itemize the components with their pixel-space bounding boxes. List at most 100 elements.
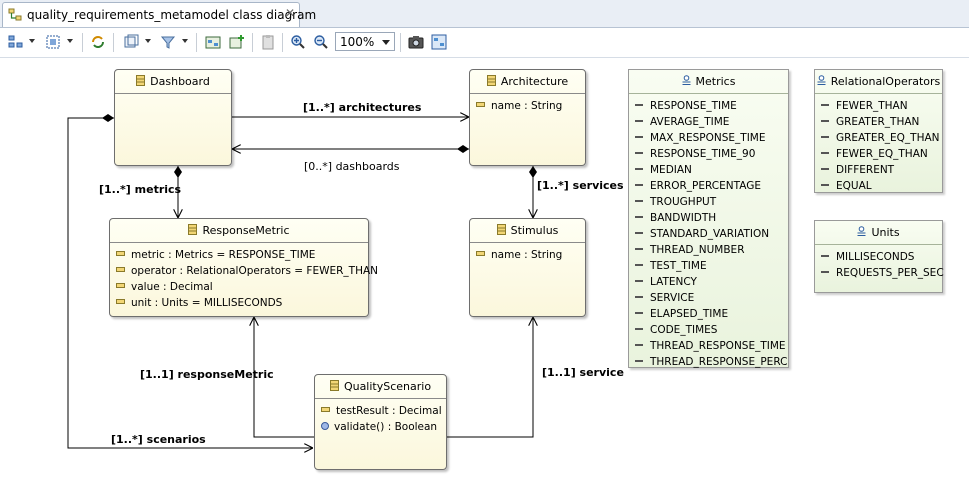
literal-icon xyxy=(821,184,829,186)
camera-icon[interactable] xyxy=(408,34,424,50)
zoom-in-icon[interactable] xyxy=(290,34,306,50)
toolbar-separator xyxy=(282,33,283,52)
literal-text: MILLISECONDS xyxy=(836,251,915,263)
class-header: Architecture xyxy=(470,70,585,94)
class-dashboard[interactable]: Dashboard xyxy=(114,69,232,166)
enum-literal[interactable]: MAX_RESPONSE_TIME xyxy=(629,130,788,146)
literal-icon xyxy=(635,152,643,154)
enum-literal[interactable]: LATENCY xyxy=(629,274,788,290)
enum-literal[interactable]: ERROR_PERCENTAGE xyxy=(629,178,788,194)
class-icon xyxy=(496,224,506,235)
enum-header: Units xyxy=(815,221,942,245)
enum-literal[interactable]: AVERAGE_TIME xyxy=(629,114,788,130)
diagram-canvas[interactable]: [1..*] architectures [0..*] dashboards [… xyxy=(0,58,969,484)
attribute-row[interactable]: name : String xyxy=(470,247,585,263)
attribute-icon xyxy=(321,407,330,412)
arrange-icon[interactable] xyxy=(8,34,24,50)
enum-literal[interactable]: MEDIAN xyxy=(629,162,788,178)
enum-literal[interactable]: RESPONSE_TIME_90 xyxy=(629,146,788,162)
clipboard-icon[interactable] xyxy=(260,34,276,50)
enum-units[interactable]: Units MILLISECONDS REQUESTS_PER_SEC xyxy=(814,220,944,293)
literal-icon xyxy=(635,264,643,266)
enum-literal[interactable]: FEWER_THAN xyxy=(815,98,942,114)
enum-relational-operators[interactable]: RelationalOperators FEWER_THAN GREATER_T… xyxy=(814,69,943,193)
enum-literal[interactable]: ELAPSED_TIME xyxy=(629,306,788,322)
chevron-down-icon[interactable] xyxy=(145,39,151,43)
chevron-down-icon[interactable] xyxy=(29,39,35,43)
close-icon[interactable]: ✕ xyxy=(284,6,296,20)
enum-literal[interactable]: SERVICE xyxy=(629,290,788,306)
attribute-row[interactable]: name : String xyxy=(470,98,585,114)
enumeration-icon xyxy=(817,75,826,85)
enum-literal[interactable]: CODE_TIMES xyxy=(629,322,788,338)
filter-icon[interactable] xyxy=(160,34,176,50)
operation-icon xyxy=(321,422,329,430)
chevron-down-icon[interactable] xyxy=(182,39,188,43)
toolbar-separator xyxy=(196,33,197,52)
attribute-row[interactable]: metric : Metrics = RESPONSE_TIME xyxy=(110,247,368,263)
class-response-metric[interactable]: ResponseMetric metric : Metrics = RESPON… xyxy=(109,218,378,317)
enum-literal[interactable]: THREAD_NUMBER xyxy=(629,242,788,258)
attribute-icon xyxy=(476,251,485,256)
layer-icon[interactable] xyxy=(123,34,139,50)
enum-literal[interactable]: TEST_TIME xyxy=(629,258,788,274)
enum-literal[interactable]: FEWER_EQ_THAN xyxy=(815,146,942,162)
enum-literal[interactable]: RESPONSE_TIME xyxy=(629,98,788,114)
literal-icon xyxy=(821,136,829,138)
literal-icon xyxy=(635,344,643,346)
enum-literal[interactable]: REQUESTS_PER_SEC xyxy=(815,265,944,281)
label-response-metric: [1..1] responseMetric xyxy=(140,368,274,381)
diagram-icon[interactable] xyxy=(205,34,221,50)
enum-literal[interactable]: TROUGHPUT xyxy=(629,194,788,210)
operation-text: validate() : Boolean xyxy=(334,421,438,433)
attribute-row[interactable]: value : Decimal xyxy=(110,279,368,295)
attribute-icon xyxy=(116,299,125,304)
enum-literal[interactable]: THREAD_RESPONSE_TIME xyxy=(629,338,788,354)
literal-text: THREAD_RESPONSE_PERC xyxy=(650,356,788,368)
zoom-select[interactable]: 100% xyxy=(335,32,395,51)
class-header: ResponseMetric xyxy=(110,219,368,243)
refresh-icon[interactable] xyxy=(90,34,106,50)
label-metrics: [1..*] metrics xyxy=(99,183,182,196)
zoom-out-icon[interactable] xyxy=(313,34,329,50)
class-diagram-icon xyxy=(8,8,22,21)
enum-literal[interactable]: BANDWIDTH xyxy=(629,210,788,226)
link-response-metric[interactable] xyxy=(254,317,314,438)
select-icon[interactable] xyxy=(45,34,61,50)
attribute-text: metric : Metrics = RESPONSE_TIME xyxy=(131,249,316,261)
attribute-row[interactable]: unit : Units = MILLISECONDS xyxy=(110,295,368,311)
literal-icon xyxy=(635,360,643,362)
enum-literal[interactable]: MILLISECONDS xyxy=(815,249,942,265)
enum-literal[interactable]: GREATER_THAN xyxy=(815,114,942,130)
literal-icon xyxy=(635,312,643,314)
link-scenarios[interactable] xyxy=(67,118,313,448)
enum-literal[interactable]: THREAD_RESPONSE_PERC xyxy=(629,354,788,370)
class-architecture[interactable]: Architecture name : String xyxy=(469,69,586,166)
class-icon xyxy=(486,75,496,86)
chevron-down-icon[interactable] xyxy=(67,39,73,43)
literal-text: THREAD_NUMBER xyxy=(650,244,745,256)
export-icon[interactable] xyxy=(431,34,447,50)
enum-metrics[interactable]: Metrics RESPONSE_TIME AVERAGE_TIME MAX_R… xyxy=(628,69,789,368)
literal-text: ERROR_PERCENTAGE xyxy=(650,180,761,192)
attribute-row[interactable]: testResult : Decimal xyxy=(315,403,446,419)
editor-tab[interactable]: quality_requirements_metamodel class dia… xyxy=(2,2,316,27)
class-quality-scenario[interactable]: QualityScenario testResult : Decimal val… xyxy=(314,374,447,470)
enum-literal[interactable]: DIFFERENT xyxy=(815,162,942,178)
literal-text: MAX_RESPONSE_TIME xyxy=(650,132,766,144)
link-service[interactable] xyxy=(447,317,533,438)
literal-icon xyxy=(635,168,643,170)
enum-literal[interactable]: STANDARD_VARIATION xyxy=(629,226,788,242)
literal-icon xyxy=(635,296,643,298)
operation-row[interactable]: validate() : Boolean xyxy=(315,419,446,435)
new-icon[interactable] xyxy=(229,34,245,50)
enum-literal[interactable]: EQUAL xyxy=(815,178,942,194)
literal-text: BANDWIDTH xyxy=(650,212,717,224)
attribute-row[interactable]: operator : RelationalOperators = FEWER_T… xyxy=(110,263,378,279)
enum-literal[interactable]: GREATER_EQ_THAN xyxy=(815,130,942,146)
literal-text: ELAPSED_TIME xyxy=(650,308,729,320)
literal-icon xyxy=(635,104,643,106)
literal-icon xyxy=(635,216,643,218)
class-stimulus[interactable]: Stimulus name : String xyxy=(469,218,586,317)
attribute-icon xyxy=(116,267,125,272)
